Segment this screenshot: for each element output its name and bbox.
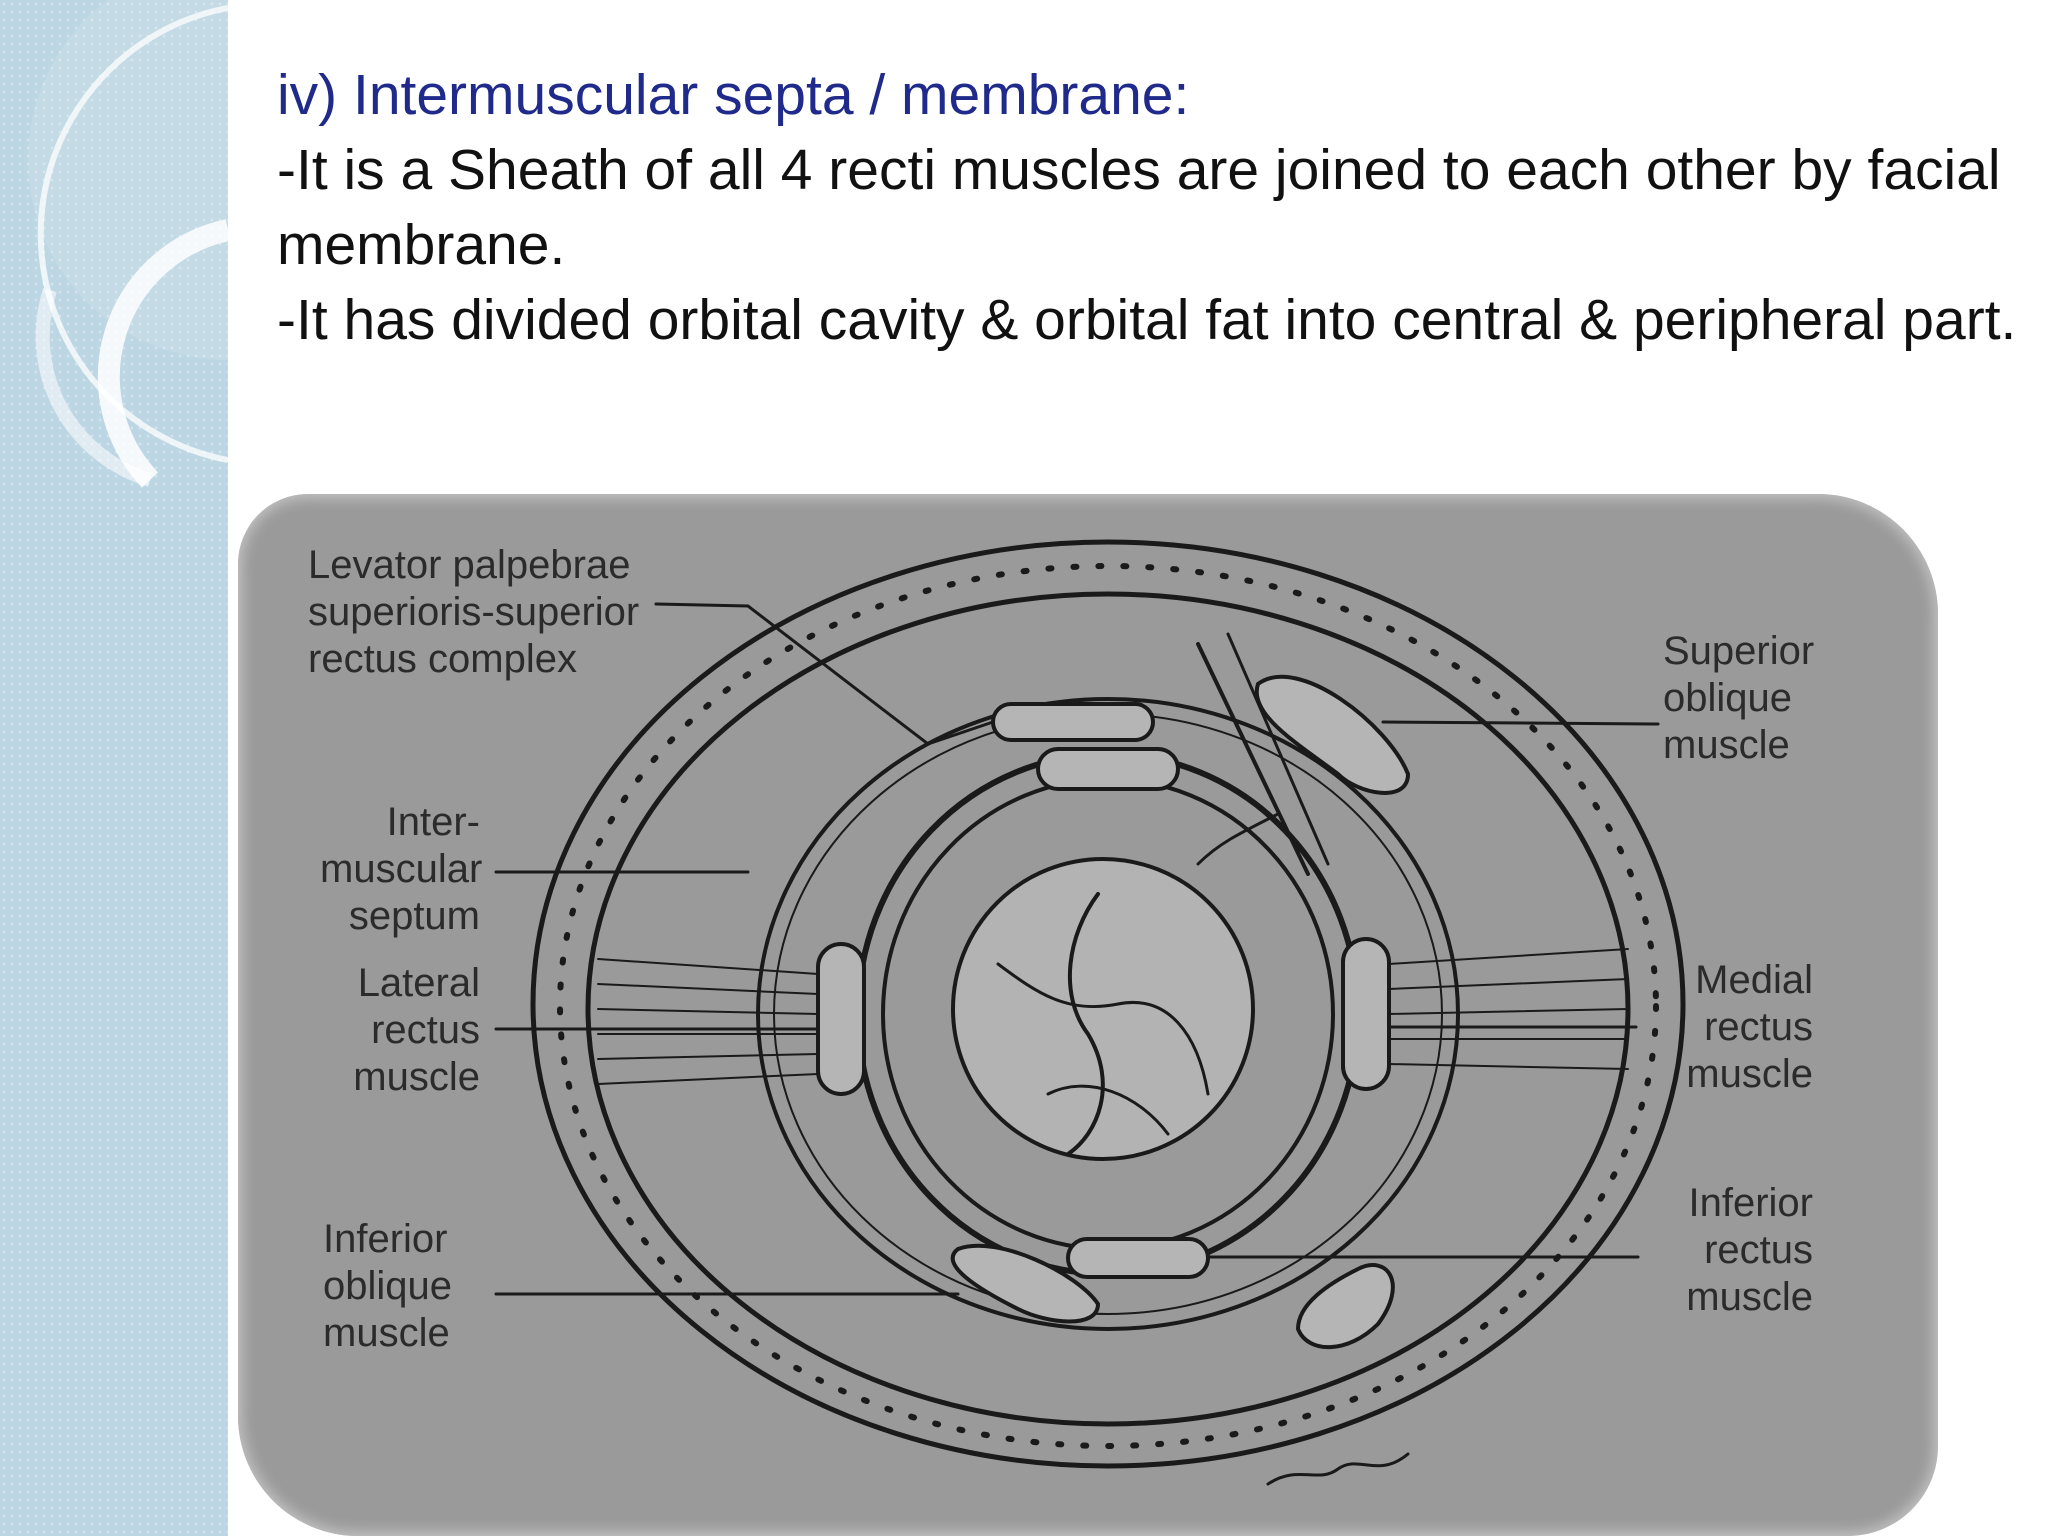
slide-content: iv) Intermuscular septa / membrane: -It … xyxy=(277,58,2027,358)
medial-rectus-shape xyxy=(1341,937,1391,1091)
inferior-rectus-shape xyxy=(1066,1237,1210,1279)
diagram-drawing xyxy=(494,539,1686,1486)
superior-oblique-shape xyxy=(1254,675,1411,795)
bullet-division: -It has divided orbital cavity & orbital… xyxy=(277,288,2017,352)
label-inferior-oblique: Inferior oblique muscle xyxy=(323,1217,453,1355)
orbital-fat-dots xyxy=(557,563,1659,1449)
label-intermuscular-septum: Inter- muscular septum xyxy=(320,800,483,938)
levator-shape xyxy=(991,702,1155,742)
intermuscular-septum-ring xyxy=(756,697,1460,1331)
inferior-oblique-shape xyxy=(950,1243,1101,1324)
levator-leader xyxy=(654,602,995,746)
label-superior-oblique: Superior oblique muscle xyxy=(1663,629,1815,767)
globe-section xyxy=(951,857,1255,1161)
orbit-cross-section-diagram: Levator palpebrae superioris-superior re… xyxy=(238,494,1938,1536)
decorative-rings xyxy=(28,0,228,488)
label-inferior-rectus: Inferior rectus muscle xyxy=(1686,1181,1813,1319)
slide-title: iv) Intermuscular septa / membrane: xyxy=(277,63,1190,127)
lateral-rectus-shape xyxy=(816,942,866,1096)
superior-oblique-leader xyxy=(1381,720,1660,726)
outer-orbit-wall xyxy=(530,539,1686,1469)
label-medial-rectus: Medial rectus muscle xyxy=(1686,958,1813,1096)
label-lateral-rectus: Lateral rectus muscle xyxy=(353,961,480,1099)
superior-rectus-shape xyxy=(1036,747,1180,791)
label-levator-complex: Levator palpebrae superioris-superior re… xyxy=(308,543,640,681)
decorative-side-band xyxy=(0,0,228,1536)
bullet-sheath: -It is a Sheath of all 4 recti muscles a… xyxy=(277,138,2001,277)
